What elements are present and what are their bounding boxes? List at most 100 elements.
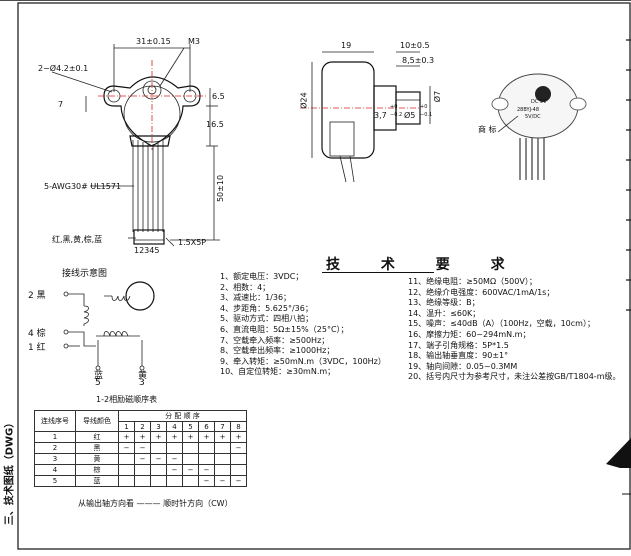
sequence-cell [150,464,167,476]
row-number: 3 [34,453,76,465]
sequence-cell: − [230,442,247,454]
step-header: 8 [230,421,247,432]
wiring-diagram [63,281,155,371]
spec-line: 12、绝缘介电强度：600VAC/1mA/1s； [408,287,555,297]
dim-hole-dia: 2−Ø4.2±0.1 [38,64,89,73]
motor-model: 28BYJ-48 [517,107,540,113]
sequence-cell [230,464,247,476]
sequence-cell [182,475,199,487]
step-header: 5 [182,421,199,432]
wiring-pin4: 4 棕 [28,329,46,339]
step-header: 7 [214,421,231,432]
sequence-cell [198,442,215,454]
sequence-cell: + [230,431,247,443]
header-sequence: 分 配 顺 序 [118,410,247,422]
spec-line: 5、驱动方式：四相八拍； [220,314,314,324]
spec-line: 15、噪声：≤40dB（A）（100Hz，空载，10cm）； [408,319,595,329]
spec-line: 4、步距角：5.625°/36； [220,303,313,313]
side-label-box: 三、技术图纸（DWG） [0,404,18,550]
step-header: 6 [198,421,215,432]
title-underline [322,272,434,273]
specs-left: 1、额定电压：3VDC； 2、相数：4； 3、减速比：1/36； 4、步距角：5… [220,272,386,378]
side-view [300,51,431,183]
sequence-cell [150,475,167,487]
dim-side-19: 19 [341,41,352,50]
sequence-cell: − [182,464,199,476]
dim-side-d24: Ø24 [299,92,309,109]
sequence-footer: 从输出轴方向看 ——— 顺时针方向（CW） [78,499,233,508]
row-color: 蓝 [75,475,119,487]
dim-side-3-7-tol-up: +0 [390,104,398,110]
dim-side-8-5: 8,5±0.3 [402,56,435,65]
sequence-cell: − [198,464,215,476]
label-tag: 商 标 [478,125,497,134]
row-color: 棕 [75,464,119,476]
sequence-cell [214,464,231,476]
row-color: 黄 [75,453,119,465]
sequence-cell [182,453,199,465]
wiring-pin5-color: 蓝 [94,371,104,381]
front-view [51,44,220,247]
sequence-cell [134,464,151,476]
sequence-cell: − [230,475,247,487]
wire-colors: 红,黑,黄,棕,蓝 [52,235,103,244]
sequence-cell [182,442,199,454]
sequence-caption: 1-2相励磁顺序表 [96,395,158,404]
motor-sketch [491,73,587,180]
sequence-cell: − [198,475,215,487]
sequence-cell [150,442,167,454]
pin-numbers: 12345 [134,246,160,255]
sequence-cell [166,475,183,487]
sequence-cell: − [118,442,135,454]
wiring-pin2: 2 黑 [28,291,46,301]
row-number: 5 [34,475,76,487]
connector-spec: 1.5X5P [178,238,207,247]
dim-6-5: 6.5 [212,92,225,101]
sequence-cell [214,453,231,465]
spec-line: 10、自定位转矩：≥30mN.m； [220,367,336,377]
dim-16-5: 16.5 [206,120,224,129]
dim-side-d5: Ø5 [404,111,416,120]
wiring-pin3: 3 [139,378,145,388]
sequence-cell: − [214,475,231,487]
sequence-cell: + [118,431,135,443]
row-color: 红 [75,431,119,443]
spec-line: 17、端子引角规格：5P*1.5 [408,340,509,350]
dim-side-d5-tol-up: +0 [420,104,428,110]
sequence-cell: − [134,442,151,454]
side-label: 三、技术图纸（DWG） [4,417,16,526]
row-number: 1 [34,431,76,443]
dim-top-width: 31±0.15 [136,37,171,46]
dim-side-d5-tol-dn: −0.1 [420,112,433,118]
row-color: 黑 [75,442,119,454]
sequence-cell: + [166,431,183,443]
step-header: 4 [166,421,183,432]
sequence-cell: − [166,453,183,465]
sequence-cell: + [150,431,167,443]
tech-requirements-title: 技 术 要 求 [326,257,523,273]
step-header: 3 [150,421,167,432]
header-color: 导线颜色 [75,410,119,432]
spec-line: 18、输出轴垂直度：90±1° [408,351,509,361]
motor-serial: 5V/DC [525,114,541,120]
sequence-cell: + [182,431,199,443]
wiring-pin5: 5 [95,378,101,388]
sequence-cell: + [198,431,215,443]
step-header: 1 [118,421,135,432]
dim-height-7: 7 [58,100,64,109]
sequence-cell: − [150,453,167,465]
sequence-cell [166,442,183,454]
dim-side-d7: Ø7 [433,90,443,103]
wiring-title: 接线示意图 [62,269,108,279]
dim-lead-len: 50±10 [216,174,226,203]
spec-line: 13、绝缘等级：B； [408,298,480,308]
wiring-pin1: 1 红 [28,343,46,353]
spec-line: 6、直流电阻：5Ω±15%（25°C）； [220,324,349,334]
step-header: 2 [134,421,151,432]
spec-line: 19、轴向间隙：0.05~0.3MM [408,361,518,371]
